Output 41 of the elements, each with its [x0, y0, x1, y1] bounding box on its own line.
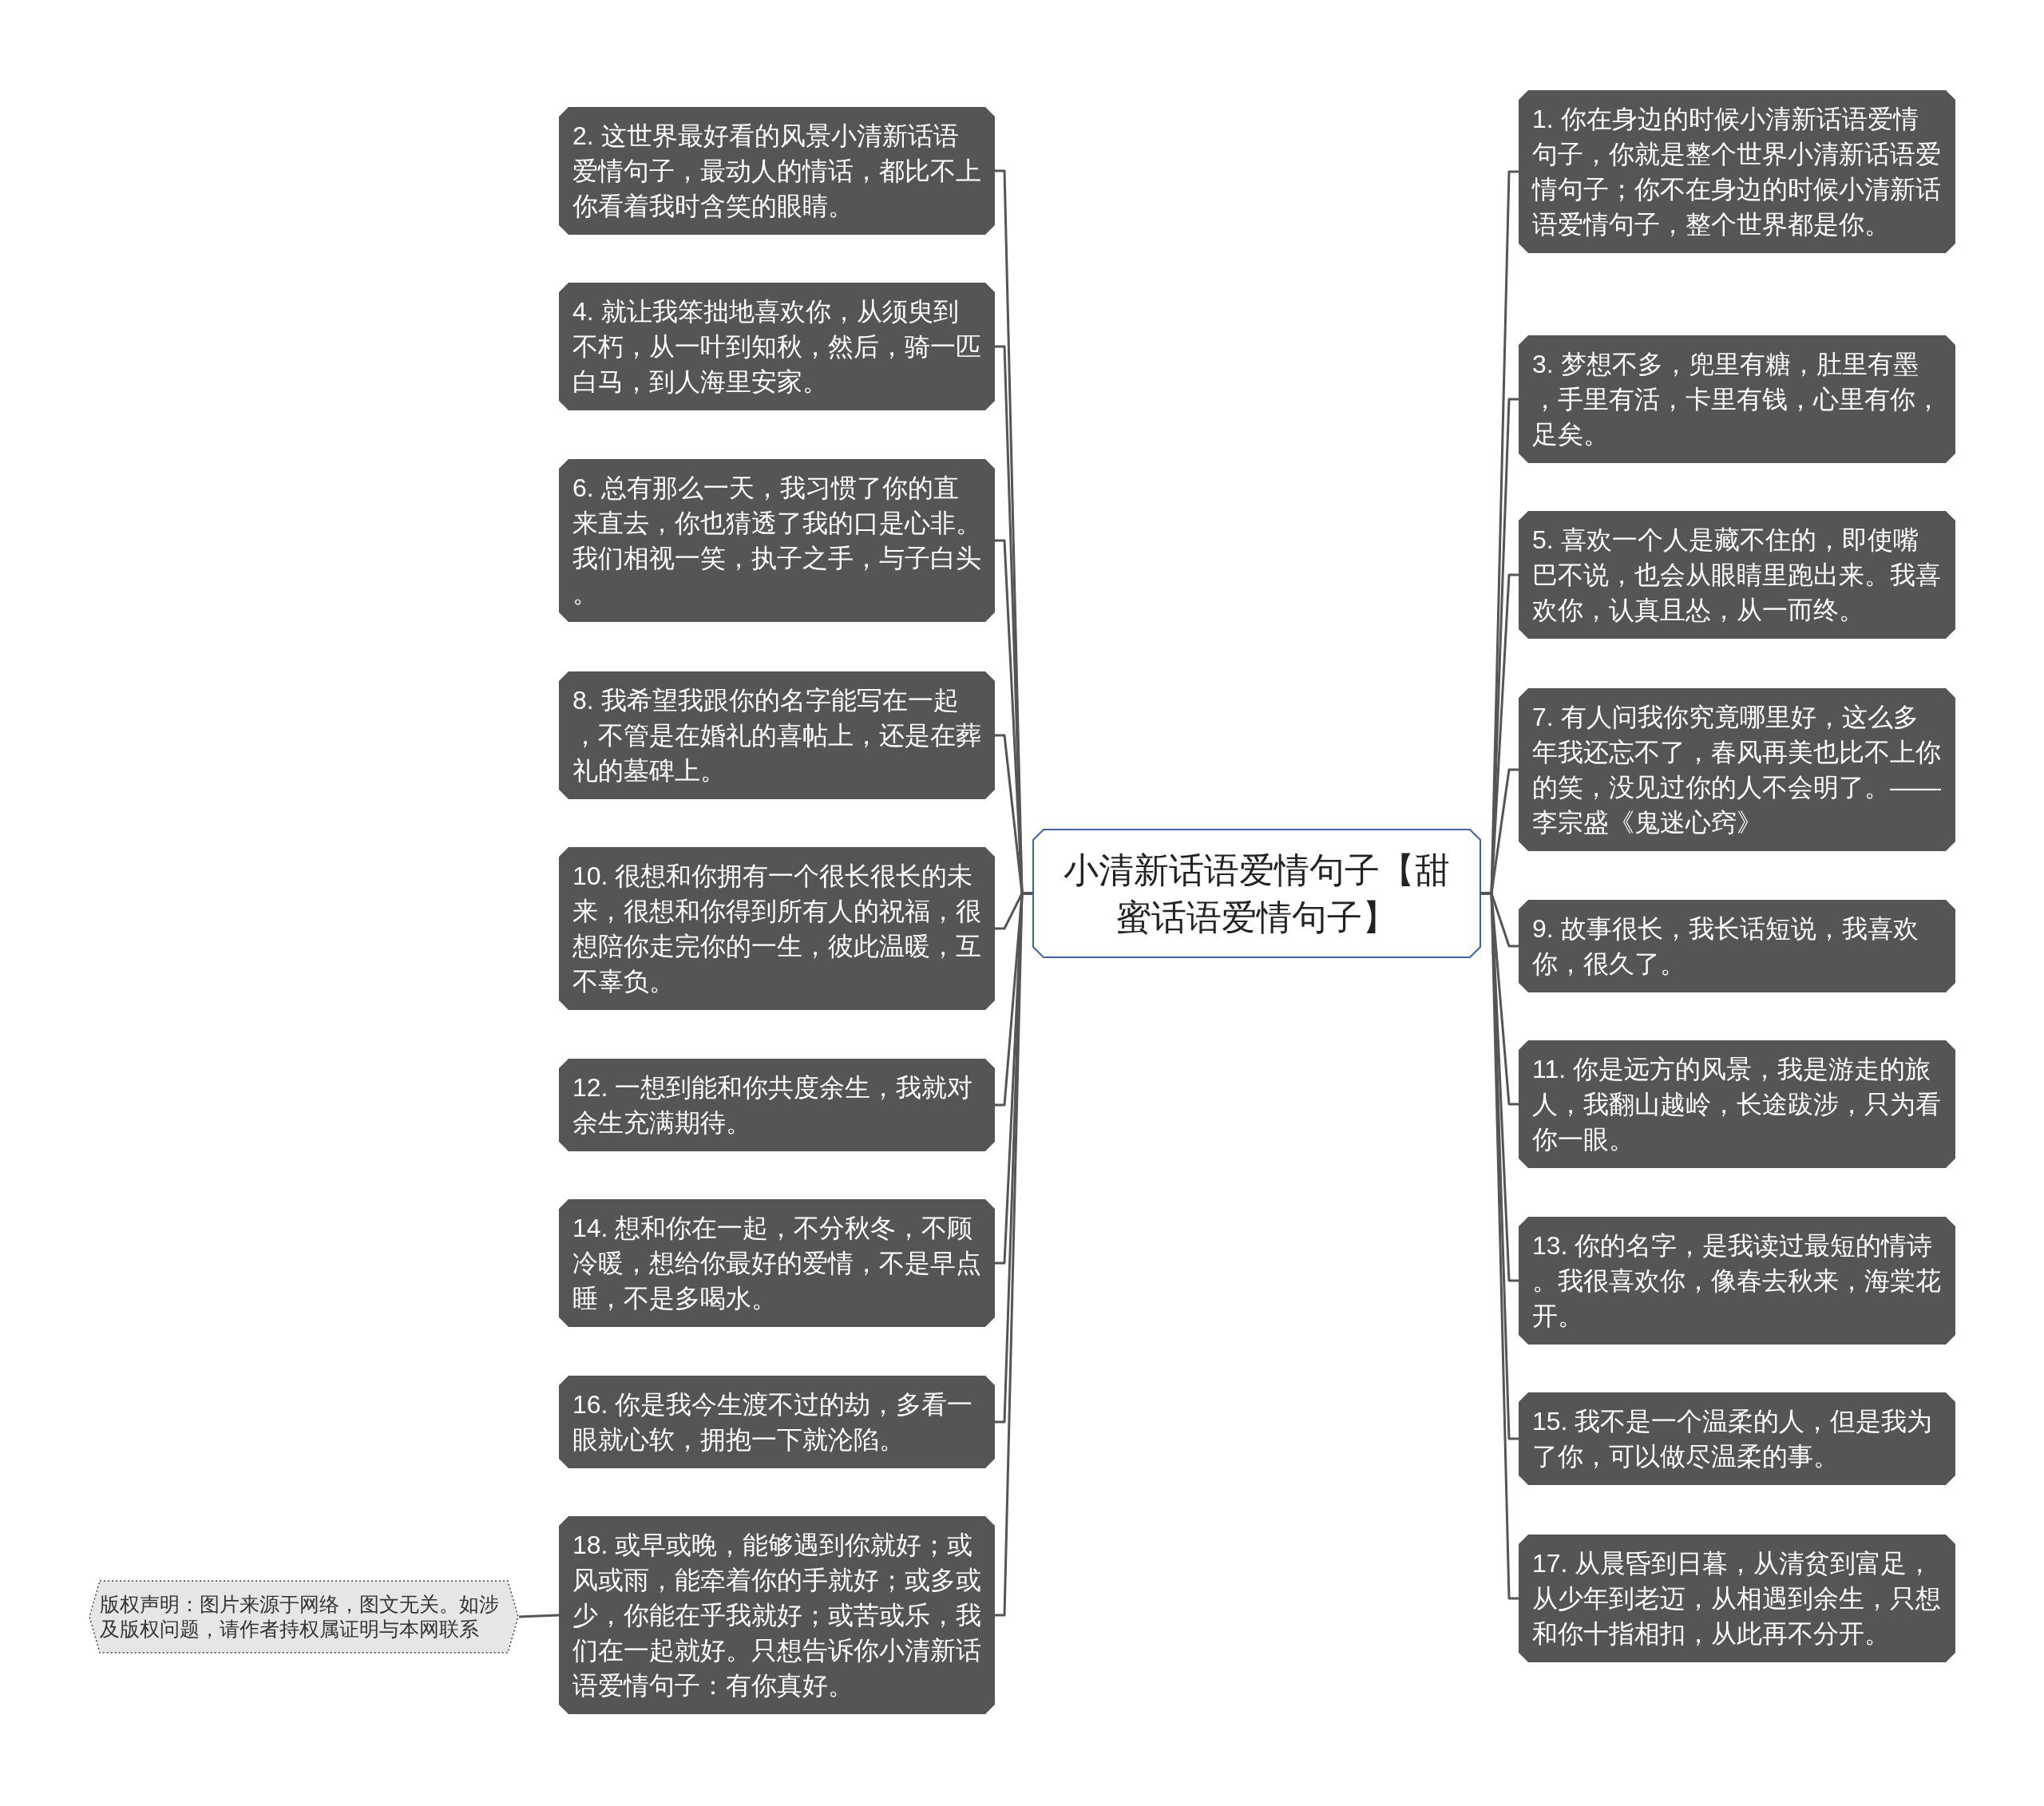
- quote-box: [1519, 900, 1955, 992]
- quote-box: [1519, 1217, 1955, 1345]
- connector-line: [518, 1614, 560, 1618]
- quote-box: [559, 1199, 995, 1327]
- quote-box: [559, 1516, 995, 1714]
- quote-box: [1519, 1392, 1955, 1485]
- quote-box: [1519, 1535, 1955, 1662]
- topic-box: [1032, 829, 1481, 958]
- quote-text: 7. 有人问我你究竟哪里好，这么多年我还忘不了，春风再美也比不上你的笑，没见过你的人不会明了。——李宗盛《鬼迷心窍》: [1532, 702, 1942, 838]
- quote-text: 2. 这世界最好看的风景小清新话语爱情句子，最动人的情话，都比不上你看着我时含笑的眼睛。: [572, 121, 981, 222]
- quote-box: [559, 1059, 995, 1151]
- quote-text: 14. 想和你在一起，不分秋冬，不顾冷暖，想给你最好的爱情，不是早点睡，不是多喝水。: [572, 1213, 981, 1314]
- topic-text: 小清新话语爱情句子【甜蜜话语爱情句子】: [1063, 850, 1451, 938]
- quote-text: 15. 我不是一个温柔的人，但是我为了你，可以做尽温柔的事。: [1532, 1406, 1934, 1472]
- notice-box: [89, 1580, 519, 1654]
- quote-box: [559, 459, 995, 622]
- quote-text: 9. 故事很长，我长话短说，我喜欢你，很久了。: [1532, 913, 1919, 980]
- quote-box: [559, 847, 995, 1010]
- quote-text: 12. 一想到能和你共度余生，我就对余生充满期待。: [572, 1072, 974, 1139]
- quote-box: [1519, 511, 1955, 639]
- quote-text: 6. 总有那么一天，我习惯了你的直来直去，你也猜透了我的口是心非。我们相视一笑，执子之手，与子白头。: [572, 473, 981, 609]
- quote-box: [559, 671, 995, 799]
- quote-box: [559, 1376, 995, 1468]
- quote-text: 17. 从晨昏到日暮，从清贫到富足，从少年到老迈，从相遇到余生，只想和你十指相扣，从此再不分开。: [1532, 1548, 1942, 1650]
- quote-text: 16. 你是我今生渡不过的劫，多看一眼就心软，拥抱一下就沦陷。: [572, 1389, 974, 1455]
- quote-text: 8. 我希望我跟你的名字能写在一起，不管是在婚礼的喜帖上，还是在葬礼的墓碑上。: [572, 685, 981, 786]
- quote-text: 4. 就让我笨拙地喜欢你，从须臾到不朽，从一叶到知秋，然后，骑一匹白马，到人海里安家。: [572, 296, 981, 398]
- quote-text: 11. 你是远方的风景，我是游走的旅人，我翻山越岭，长途跋涉，只为看你一眼。: [1532, 1054, 1942, 1155]
- quote-box: [1519, 335, 1955, 463]
- quote-text: 10. 很想和你拥有一个很长很长的未来，很想和你得到所有人的祝福，很想陪你走完你的一生，彼此温暖，互不辜负。: [572, 861, 981, 997]
- quote-box: [559, 107, 995, 235]
- quote-box: [1519, 1040, 1955, 1168]
- quote-text: 18. 或早或晚，能够遇到你就好；或风或雨，能牵着你的手就好；或多或少，你能在乎我就好；或苦或乐，我们在一起就好。只想告诉你小清新话语爱情句子：有你真好。: [572, 1530, 981, 1701]
- quote-text: 1. 你在身边的时候小清新话语爱情句子，你就是整个世界小清新话语爱情句子；你不在身边的时候小清新话语爱情句子，整个世界都是你。: [1532, 104, 1942, 240]
- notice-text: 版权声明：图片来源于网络，图文无关。如涉及版权问题，请作者持权属证明与本网联系: [100, 1592, 500, 1642]
- quote-box: [559, 283, 995, 410]
- quote-text: 5. 喜欢一个人是藏不住的，即使嘴巴不说，也会从眼睛里跑出来。我喜欢你，认真且怂，从一而终。: [1532, 525, 1942, 626]
- quote-box: [1519, 688, 1955, 851]
- quote-box: [1519, 90, 1955, 253]
- quote-text: 13. 你的名字，是我读过最短的情诗。我很喜欢你，像春去秋来，海棠花开。: [1532, 1230, 1942, 1332]
- quote-text: 3. 梦想不多，兜里有糖，肚里有墨，手里有活，卡里有钱，心里有你，足矣。: [1532, 349, 1942, 450]
